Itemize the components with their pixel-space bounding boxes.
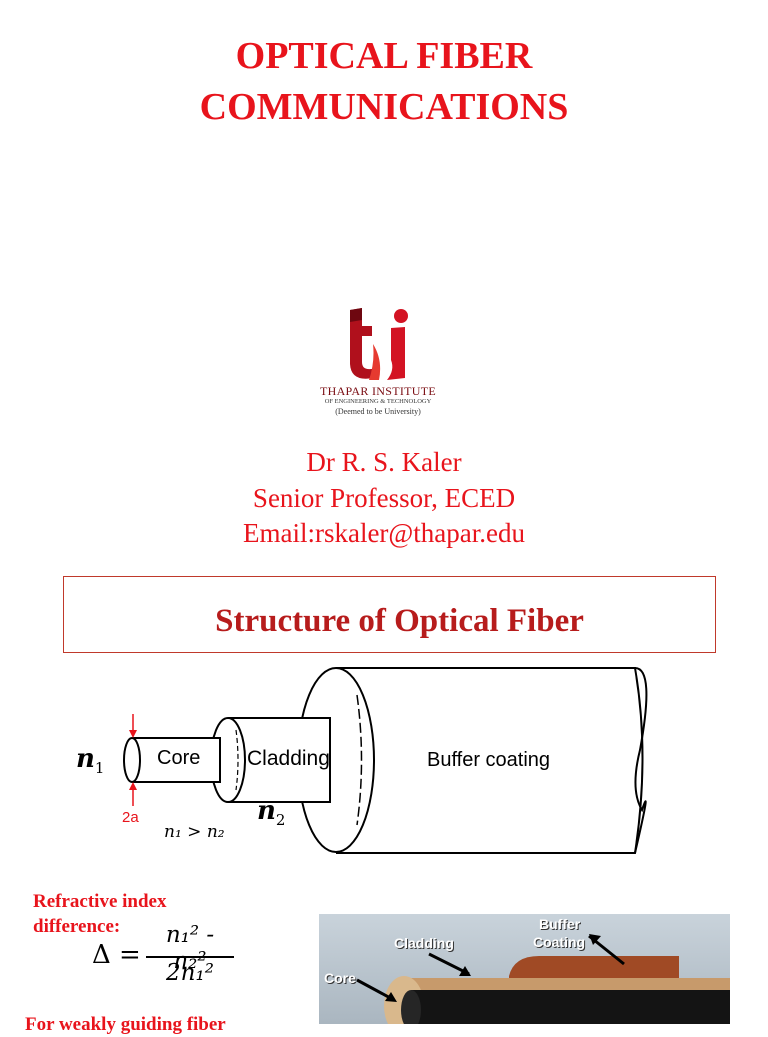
weakly-guiding-text: For weakly guiding fiber — [25, 1014, 226, 1035]
author-name: Dr R. S. Kaler — [306, 447, 462, 477]
delta-symbol: Δ = — [92, 940, 141, 970]
ti-logo-icon — [350, 308, 408, 380]
photo-buffer-label-1: Buffer — [539, 916, 581, 932]
author-position: Senior Professor, ECED — [252, 483, 516, 513]
diameter-label: 2a — [122, 809, 139, 826]
formula-denominator: 2n₁² — [166, 960, 214, 986]
fiber-layers-illustration — [123, 667, 648, 854]
fiber-photo-illustration — [319, 914, 730, 1024]
fiber-photo: Buffer Coating Cladding Core — [319, 914, 730, 1024]
photo-buffer-label-2: Coating — [533, 934, 586, 950]
title-line-2: COMMUNICATIONS — [199, 86, 569, 128]
formula-numerator: n₁² - n₂² — [165, 922, 215, 974]
institute-logo: THAPAR INSTITUTE OF ENGINEERING & TECHNO… — [303, 300, 453, 422]
fraction-bar — [146, 956, 234, 958]
logo-subtitle: OF ENGINEERING & TECHNOLOGY — [324, 398, 432, 405]
title-line-1: OPTICAL FIBER — [235, 35, 533, 77]
buffer-coating-label: Buffer coating — [427, 749, 551, 771]
core-label: Core — [157, 747, 201, 769]
logo-deemed: (Deemed to be University) — [335, 407, 421, 416]
n2-symbol: n2 — [257, 796, 286, 830]
cladding-label: Cladding — [247, 747, 330, 770]
author-email[interactable]: Email:rskaler@thapar.edu — [242, 518, 525, 548]
formula-label-line-1: Refractive index — [33, 891, 167, 912]
section-title-box: Structure of Optical Fiber — [63, 576, 716, 653]
n1-symbol: n1 — [76, 744, 105, 778]
photo-core-label: Core — [324, 970, 356, 986]
logo-name: THAPAR INSTITUTE — [319, 384, 437, 398]
photo-cladding-label: Cladding — [394, 935, 454, 951]
formula-label-line-2: difference: — [33, 916, 121, 937]
fiber-structure-diagram: Core Cladding Buffer coating n1 n2 2a n₁… — [60, 660, 720, 860]
section-title: Structure of Optical Fiber — [215, 603, 584, 639]
index-relation: n₁ > n₂ — [164, 822, 225, 842]
